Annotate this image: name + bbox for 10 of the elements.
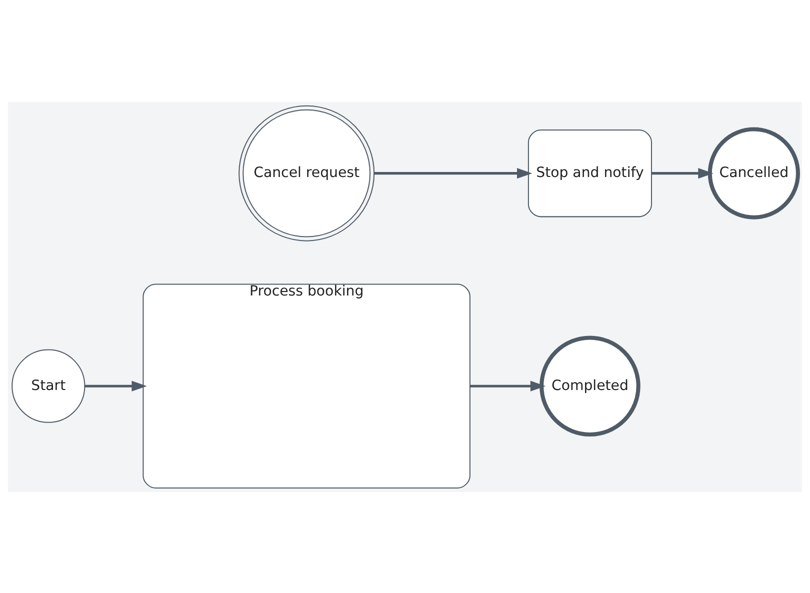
node-circle: Cancelled (708, 126, 800, 219)
node-circle: Completed (540, 335, 640, 436)
arrow (470, 380, 546, 391)
arrow (374, 168, 532, 178)
node-circle: Start (12, 348, 86, 422)
arrow (84, 380, 147, 391)
node-box: Stop and notify (528, 128, 652, 217)
arrow (652, 168, 714, 178)
node-box: Process booking (142, 283, 470, 488)
node-circle: Cancel request (238, 104, 375, 241)
